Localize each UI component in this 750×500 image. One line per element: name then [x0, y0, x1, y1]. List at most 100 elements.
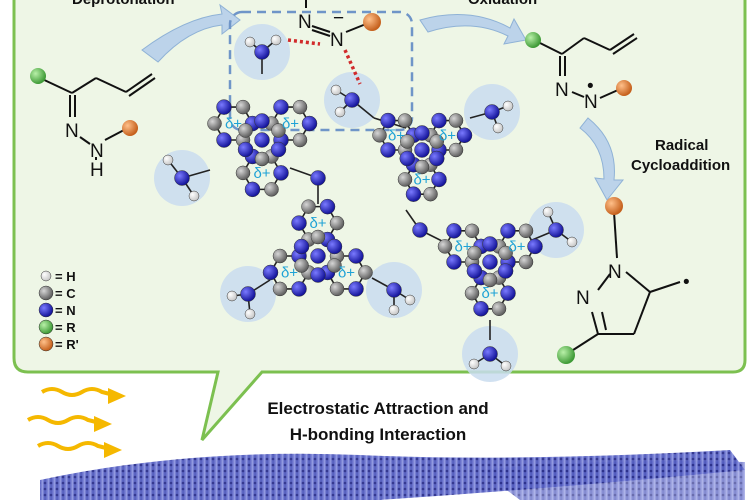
nitrogen-atom	[244, 181, 261, 198]
carbon-atom	[467, 245, 482, 261]
delta-plus-label: δ+	[282, 116, 299, 133]
nitrogen-atom	[446, 223, 462, 239]
azo-radical-molecule: N N •	[525, 32, 638, 113]
carbon-atom	[292, 99, 308, 115]
oxidation-arrow	[419, 14, 527, 45]
azo-radical-dot: •	[587, 76, 594, 97]
carbon-atom	[235, 99, 251, 115]
carbon-atom	[397, 113, 413, 128]
nitrogen-atom	[456, 127, 473, 144]
hydrogen-atom	[388, 304, 400, 316]
nitrogen-atom	[482, 346, 498, 362]
hydrogen-atom	[502, 100, 514, 112]
nitrogen-atom	[399, 150, 416, 167]
hydrogen-atom	[330, 84, 342, 96]
nitrogen-atom	[446, 254, 462, 270]
nitrogen-atom	[380, 112, 396, 129]
carbon-atom	[464, 223, 480, 239]
nitrogen-atom	[174, 170, 190, 186]
azo-n1-label: N	[555, 80, 569, 101]
nitrogen-atom	[237, 141, 254, 158]
nitrogen-atom	[254, 132, 270, 148]
carbon-atom	[292, 132, 308, 148]
hydrazone-anion: N N −	[298, 0, 381, 51]
hydrogen-atom	[244, 308, 256, 320]
delta-plus-label: δ+	[388, 127, 405, 144]
light-irradiation	[26, 387, 126, 458]
nitrogen-atom	[405, 186, 422, 202]
hydrogen-atom	[244, 36, 256, 48]
carbon-atom	[272, 248, 288, 264]
hbond-line-1	[287, 38, 321, 46]
pyrazoline-n1-label: N	[608, 262, 622, 283]
caption-line-1: Electrostatic Attraction and	[267, 399, 488, 418]
carbon-atom	[491, 301, 507, 317]
radical-label: Radical	[655, 137, 708, 154]
hydrogen-atom	[226, 290, 238, 302]
carbon-atom	[448, 113, 464, 128]
nitrogen-atom	[431, 112, 447, 129]
carbon-atom	[264, 182, 279, 197]
nitrogen-atom	[497, 263, 514, 279]
carbon-atom	[207, 116, 222, 131]
nitrogen-atom	[216, 99, 232, 115]
delta-plus-label: δ+	[508, 238, 525, 255]
nitrogen-atom	[414, 142, 430, 158]
nitrogen-atom	[310, 267, 326, 283]
hydrogen-atom	[188, 190, 200, 202]
carbon-nitride-sheet	[40, 450, 745, 500]
legend-label-r: = R	[55, 320, 76, 335]
cycloaddition-label: Cycloaddition	[631, 157, 730, 174]
delta-plus-label: δ+	[253, 165, 270, 182]
r-group-ball	[30, 68, 46, 84]
azo-r-prime-ball	[616, 80, 632, 96]
legend-swatch-h	[40, 270, 52, 282]
nitrogen-atom	[412, 222, 428, 238]
azo-r-ball	[525, 32, 541, 48]
hydrogen-atom	[500, 360, 512, 372]
carbon-atom	[400, 134, 415, 149]
nitrogen-atom	[310, 170, 326, 186]
nitrogen-atom	[293, 238, 310, 255]
nitrogen-atom	[326, 238, 343, 255]
light-ray-3	[36, 441, 107, 451]
delta-plus-label: δ+	[413, 171, 430, 188]
carbon-atom	[429, 134, 444, 149]
anion-n1-label: N	[298, 12, 312, 33]
deprotonation-arrow	[141, 3, 241, 63]
nitrogen-atom	[548, 222, 564, 238]
delta-plus-label: δ+	[225, 116, 242, 133]
carbon-atom	[329, 215, 345, 231]
carbon-atom	[327, 258, 342, 273]
nitrogen-atom	[473, 301, 489, 317]
callout-panel	[12, 0, 747, 441]
hydrogen-atom	[542, 206, 554, 218]
delta-plus-label: δ+	[338, 264, 355, 281]
delta-plus-label: δ+	[309, 215, 326, 232]
pyrazoline-radical-dot: •	[683, 272, 690, 293]
nitrogen-atom	[500, 285, 516, 301]
oxidation-label: Oxidation	[468, 0, 537, 8]
legend-swatch-rprime	[38, 336, 54, 352]
hydrogen-atom	[468, 358, 480, 370]
carbon-atom	[294, 258, 309, 273]
carbon-atom	[448, 142, 464, 158]
carbon-atom	[254, 151, 270, 167]
nitrogen-atom	[380, 142, 396, 158]
nitrogen-atom	[431, 171, 447, 188]
carbon-nitride-sheet-back	[480, 461, 745, 500]
nitrogen-atom	[319, 198, 336, 215]
legend-label-h: = H	[55, 269, 76, 284]
nitrogen-atom	[291, 215, 307, 231]
nitrogen-atom	[254, 44, 270, 60]
nitrogen-atom	[270, 141, 287, 158]
legend-swatch-c	[38, 285, 54, 301]
anion-r-prime-ball	[363, 13, 381, 31]
nitrogen-atom	[273, 165, 289, 181]
hydrogen-atom	[334, 106, 346, 118]
hydrogen-atom	[270, 34, 282, 46]
carbon-atom	[464, 285, 480, 301]
anion-n2-label: N	[330, 30, 344, 51]
interaction-highlight-box	[228, 10, 414, 132]
hydrogen-atom	[404, 294, 416, 306]
